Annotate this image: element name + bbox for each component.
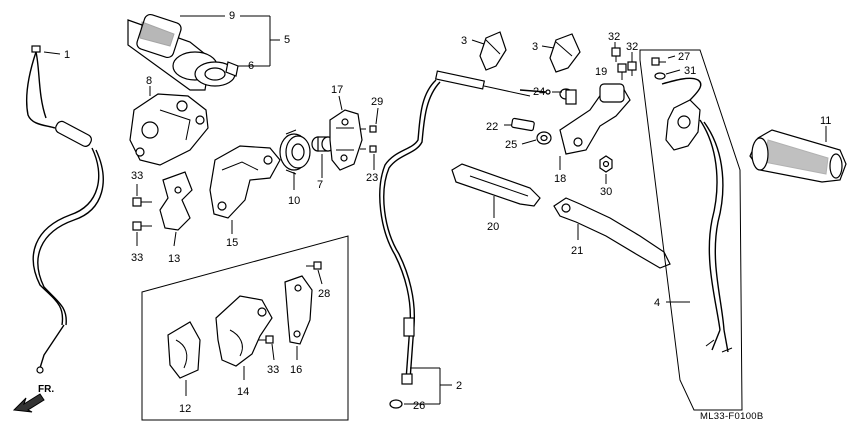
leader-3a — [471, 39, 485, 45]
nut-26 — [389, 399, 403, 409]
callout-24: 24 — [533, 86, 545, 98]
callout-6: 6 — [248, 60, 254, 72]
callout-19: 19 — [595, 66, 607, 78]
callout-2: 2 — [456, 380, 462, 392]
callout-12: 12 — [179, 403, 191, 415]
callout-7: 7 — [317, 179, 323, 191]
nut-30 — [599, 155, 613, 173]
leader-13 — [173, 231, 177, 247]
callout-13: 13 — [168, 253, 180, 265]
callout-32a: 32 — [608, 31, 620, 43]
leader-17 — [338, 95, 343, 111]
bolt-32-b — [627, 61, 637, 76]
callout-26: 26 — [413, 400, 425, 412]
callout-9: 9 — [229, 10, 235, 22]
leader-27 — [667, 55, 676, 59]
callout-10: 10 — [288, 195, 300, 207]
cover-16 — [284, 275, 313, 345]
callout-20: 20 — [487, 221, 499, 233]
holder-lower — [159, 171, 193, 231]
bolt-33-b — [132, 221, 152, 231]
throttle-grip — [127, 13, 239, 91]
direction-arrow — [12, 393, 45, 413]
leader-33c — [271, 343, 275, 361]
callout-4: 4 — [654, 297, 660, 309]
screw-23 — [360, 145, 377, 153]
holder-half-12 — [167, 321, 201, 379]
callout-23: 23 — [366, 172, 378, 184]
leader-31 — [665, 69, 681, 75]
washer-31 — [654, 72, 666, 80]
drawing-code: ML33-F0100B — [700, 411, 764, 422]
throttle-cable — [26, 45, 104, 374]
callout-5: 5 — [284, 34, 290, 46]
callout-32b: 32 — [626, 41, 638, 53]
bolt-32-a — [611, 47, 621, 62]
cable-strap-b — [549, 33, 581, 73]
switch-assembly-frame — [639, 49, 743, 411]
callout-1: 1 — [64, 49, 70, 61]
callout-17: 17 — [331, 84, 343, 96]
holder-14 — [215, 295, 273, 367]
callout-30: 30 — [600, 186, 612, 198]
screw-29 — [360, 125, 377, 133]
housing-cover — [329, 109, 363, 171]
callout-25: 25 — [505, 139, 517, 151]
callout-15: 15 — [226, 237, 238, 249]
adjuster-bolt-22 — [511, 117, 535, 132]
locknut-25 — [536, 131, 552, 145]
lever-bracket — [559, 83, 631, 155]
screw-27 — [651, 57, 666, 66]
callout-33b: 33 — [131, 252, 143, 264]
callout-27: 27 — [678, 51, 690, 63]
throttle-pulley — [279, 129, 311, 175]
kill-switch — [661, 77, 733, 353]
leader-29 — [375, 107, 379, 125]
callout-22: 22 — [486, 121, 498, 133]
callout-16: 16 — [290, 364, 302, 376]
leader-1 — [43, 51, 61, 55]
leader-25 — [521, 139, 537, 145]
screw-28 — [306, 261, 322, 270]
callout-3b: 3 — [532, 41, 538, 53]
callout-18: 18 — [554, 173, 566, 185]
callout-28: 28 — [318, 288, 330, 300]
callout-31: 31 — [684, 65, 696, 77]
callout-14: 14 — [237, 386, 249, 398]
bolt-33-a — [132, 197, 152, 207]
leader-3b — [541, 45, 555, 49]
callout-29: 29 — [371, 96, 383, 108]
bolt-19 — [617, 63, 627, 80]
adjuster-24 — [559, 88, 577, 105]
housing-lower — [209, 145, 281, 219]
callout-8: 8 — [146, 75, 152, 87]
leader-28 — [317, 269, 323, 285]
callout-11: 11 — [820, 115, 831, 127]
direction-label: FR. — [38, 384, 54, 395]
callout-21: 21 — [571, 245, 583, 257]
clutch-cable — [379, 70, 551, 385]
throttle-housing — [129, 93, 209, 166]
clutch-lever — [553, 197, 671, 269]
bolt-33-c — [258, 335, 274, 344]
subassembly-frame — [141, 235, 349, 421]
cable-strap-a — [479, 31, 507, 71]
lever-cover — [451, 163, 541, 207]
grip-right — [749, 129, 847, 183]
callout-3a: 3 — [461, 35, 467, 47]
callout-33c: 33 — [267, 364, 279, 376]
callout-33a: 33 — [131, 170, 143, 182]
